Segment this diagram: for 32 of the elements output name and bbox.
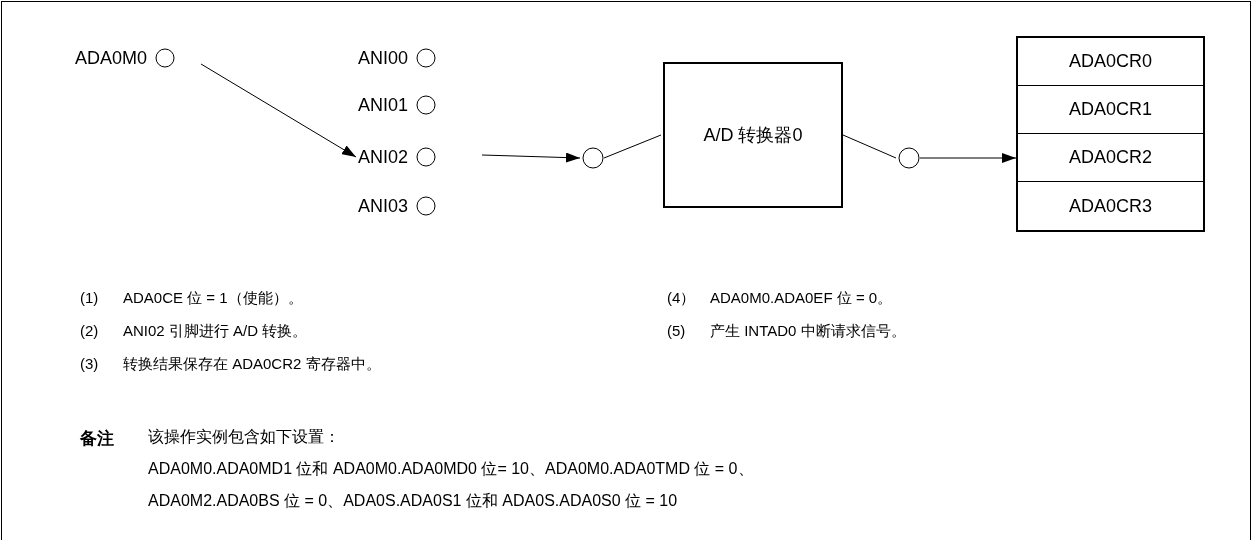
pin-label: ANI00	[358, 47, 409, 69]
register-row: ADA0CR1	[1018, 86, 1203, 134]
note-number: (2)	[80, 322, 99, 339]
register-row: ADA0CR2	[1018, 134, 1203, 182]
pin-label: ADA0M0	[75, 47, 148, 69]
remark-text: ADA0M0.ADA0MD1 位和 ADA0M0.ADA0MD0 位= 10、ADA0M0.ADA0TMD 位 = 0、	[148, 459, 754, 479]
register-box	[1016, 36, 1205, 232]
note-text: ANI02 引脚进行 A/D 转换。	[123, 322, 308, 341]
pin-label: ANI01	[358, 94, 409, 116]
arrow	[481, 152, 581, 163]
note-number: (3)	[80, 355, 99, 372]
note-number: (5)	[667, 322, 686, 339]
remark-text: 该操作实例包含如下设置：	[148, 427, 340, 447]
register-row: ADA0CR3	[1018, 182, 1203, 230]
connector-line	[842, 134, 897, 159]
note-number: (4）	[667, 289, 696, 308]
note-text: 产生 INTAD0 中断请求信号。	[710, 322, 906, 341]
remark-text: ADA0M2.ADA0BS 位 = 0、ADA0S.ADA0S1 位和 ADA0S.ADA0S0 位 = 10	[148, 491, 678, 511]
note-text: 转换结果保存在 ADA0CR2 寄存器中。	[123, 355, 381, 374]
pin-label: ANI03	[358, 195, 409, 217]
note-text: ADA0CE 位 = 1（使能）。	[123, 289, 303, 308]
register-row: ADA0CR0	[1018, 38, 1203, 86]
remark-heading: 备注	[80, 428, 114, 450]
junction-circle	[582, 147, 604, 169]
arrow	[200, 63, 357, 158]
note-number: (1)	[80, 289, 99, 306]
converter-block: A/D 转换器0	[663, 62, 843, 208]
pin-label: ANI02	[358, 146, 409, 168]
arrow	[919, 153, 1017, 163]
connector-line	[603, 134, 662, 159]
junction-circle	[898, 147, 920, 169]
note-text: ADA0M0.ADA0EF 位 = 0。	[710, 289, 893, 308]
